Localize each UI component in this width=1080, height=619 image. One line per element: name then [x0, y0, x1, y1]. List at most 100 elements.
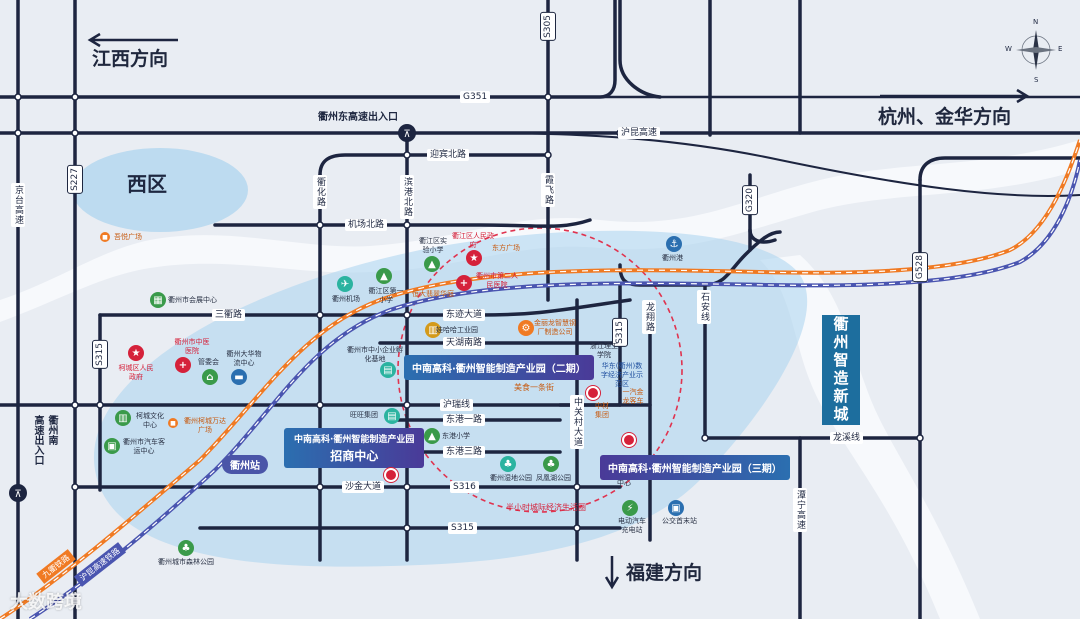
invest-center-pin[interactable] [384, 468, 398, 482]
poi-wenhua: 柯城文化中心 [136, 412, 164, 429]
poi-meishi: 美食一条街 [514, 383, 554, 392]
shopping-icon: ■ [100, 232, 110, 242]
watermark: 大数跨境 [10, 592, 82, 613]
road-s316: S316 [450, 481, 479, 493]
truck-icon: ▬ [231, 369, 247, 385]
poi-second-hospital: 衢州市第二人民医院 [476, 272, 518, 289]
government-icon-2: ★ [128, 345, 144, 361]
svg-text:⊼: ⊼ [14, 489, 21, 500]
hospital-icon-2: + [175, 357, 191, 373]
culture-icon: ▥ [115, 410, 131, 426]
road-donggang3: 东港三路 [443, 446, 486, 458]
phase2-callout[interactable]: 中南高科·衢州智能制造产业园（二期） [404, 355, 594, 380]
park-icon: ♣ [500, 456, 516, 472]
poi-kejiang-primary: 衢江区第一小学 [368, 287, 404, 304]
invest-center-callout[interactable]: 中南高科·衢州智能制造产业园 招商中心 [284, 428, 425, 468]
road-tanning: 潭宁高速 [793, 488, 807, 532]
poi-huadong: 华东(衢州)数字经济产业示范区 [601, 362, 643, 388]
poi-qiche: 衢州市汽车客运中心 [123, 438, 165, 455]
road-g351: G351 [460, 91, 491, 103]
airport-icon: ✈ [337, 276, 353, 292]
road-dongdi: 东迹大道 [443, 309, 486, 321]
road-hukun: 沪昆高速 [618, 127, 661, 139]
south-arrow [604, 556, 620, 590]
west-exit-label: 高速出入口 [32, 415, 43, 465]
road-s227: S227 [67, 165, 83, 194]
xiqu-district-label: 西区 [127, 172, 167, 196]
road-xiafei: 霞飞路 [541, 173, 555, 207]
west-arrow [87, 32, 178, 48]
west-direction-label: 江西方向 [92, 48, 169, 70]
east-arrow [880, 88, 1030, 104]
invest-center-title: 中南高科·衢州智能制造产业园 [294, 435, 415, 445]
south-direction-label: 福建方向 [626, 562, 703, 584]
road-donggang1: 东港一路 [443, 414, 486, 426]
road-jingtai: 京台高速 [11, 183, 25, 227]
poi-zhongyi: 衢州市中医医院 [174, 338, 210, 355]
road-jichang: 机场北路 [345, 219, 388, 231]
poi-dongfang: 东方广场 [492, 244, 520, 252]
bus-icon: ▣ [668, 500, 684, 516]
road-s315-south: S315 [448, 522, 477, 534]
road-tianhu: 天湖南路 [443, 337, 486, 349]
new-city-label: 衢州智造新城 [822, 315, 860, 425]
poi-zhongcai: 中材集团 [595, 402, 609, 419]
half-hour-circle [397, 227, 683, 513]
phase2-pin[interactable] [586, 386, 600, 400]
east-exit-label: 衢州东高速出入口 [318, 112, 398, 123]
road-shajin: 沙金大道 [342, 481, 385, 493]
port-icon: ⚓ [666, 236, 682, 252]
compass-w: W [1005, 45, 1012, 53]
phase3-callout[interactable]: 中南高科·衢州智能制造产业园（三期） [600, 455, 790, 480]
compass-s: S [1034, 76, 1039, 84]
factory-icon-2: ⚙ [518, 320, 534, 336]
poi-guanweihui: 管委会 [198, 358, 219, 366]
poi-wangwang: 旺旺集团 [350, 411, 378, 419]
road-yingbin: 迎宾北路 [427, 149, 470, 161]
poi-dahua: 衢州大华物流中心 [226, 350, 262, 367]
road-quhua: 衢化路 [313, 175, 327, 209]
poi-kejiang-gov: 衢江区人民政府 [452, 232, 494, 249]
poi-qujiang-park: 衢州湿地公园 [490, 474, 532, 482]
poi-quzhou-port: 衢州港 [662, 254, 683, 262]
poi-wanda: 衢州柯城万达广场 [184, 417, 226, 434]
road-g320: G320 [742, 185, 758, 216]
bus-station-icon: ▣ [104, 438, 120, 454]
poi-wuyue: 吾悦广场 [114, 233, 142, 241]
poi-wahaha: 娃哈哈工业园 [436, 326, 478, 334]
poi-zhongxiao: 衢州市中小企业孵化基地 [347, 346, 403, 363]
home-icon: ⌂ [202, 369, 218, 385]
shopping-icon-2: ■ [168, 418, 178, 428]
compass-icon [1016, 30, 1056, 70]
phase3-pin[interactable] [622, 433, 636, 447]
poi-senlin: 衢州城市森林公园 [158, 558, 214, 566]
office-icon: ▤ [384, 408, 400, 424]
factory-icon: ▥ [425, 322, 441, 338]
road-s315-west: S315 [92, 340, 108, 369]
school-icon: ▲ [376, 268, 392, 284]
government-icon: ★ [466, 250, 482, 266]
poi-jinlilong: 金丽龙智慧钢厂制造公司 [534, 319, 576, 336]
east-direction-label: 杭州、金华方向 [878, 106, 1012, 128]
road-g528: G528 [912, 252, 928, 283]
poi-gongjiao: 公交首末站 [662, 517, 697, 525]
building-icon: ▦ [150, 292, 166, 308]
school-icon-2: ▲ [424, 256, 440, 272]
incubator-icon: ▤ [380, 362, 396, 378]
invest-center-subtitle: 招商中心 [330, 449, 379, 463]
road-longxi: 龙溪线 [830, 432, 864, 444]
half-hour-circle-label: 半小时城际经济生活圈 [506, 503, 586, 512]
charging-icon: ⚡ [622, 500, 638, 516]
forest-icon: ♣ [178, 540, 194, 556]
poi-hengda: 恒大翡翠华庭 [412, 290, 454, 298]
poi-chongdian: 电动汽车充电站 [618, 517, 646, 534]
poi-kecheng-gov: 柯城区人民政府 [118, 364, 154, 381]
quzhounan-label: 衢州南 [46, 415, 57, 445]
road-huchui: 沪瑞线 [440, 399, 474, 411]
park-icon-2: ♣ [543, 456, 559, 472]
road-s305: S305 [540, 12, 556, 41]
highway-exit-icon-east: ⊼ [398, 124, 416, 142]
road-longxiang: 龙翔路 [642, 300, 656, 334]
quzhou-station[interactable]: 衢州站 [222, 455, 268, 474]
